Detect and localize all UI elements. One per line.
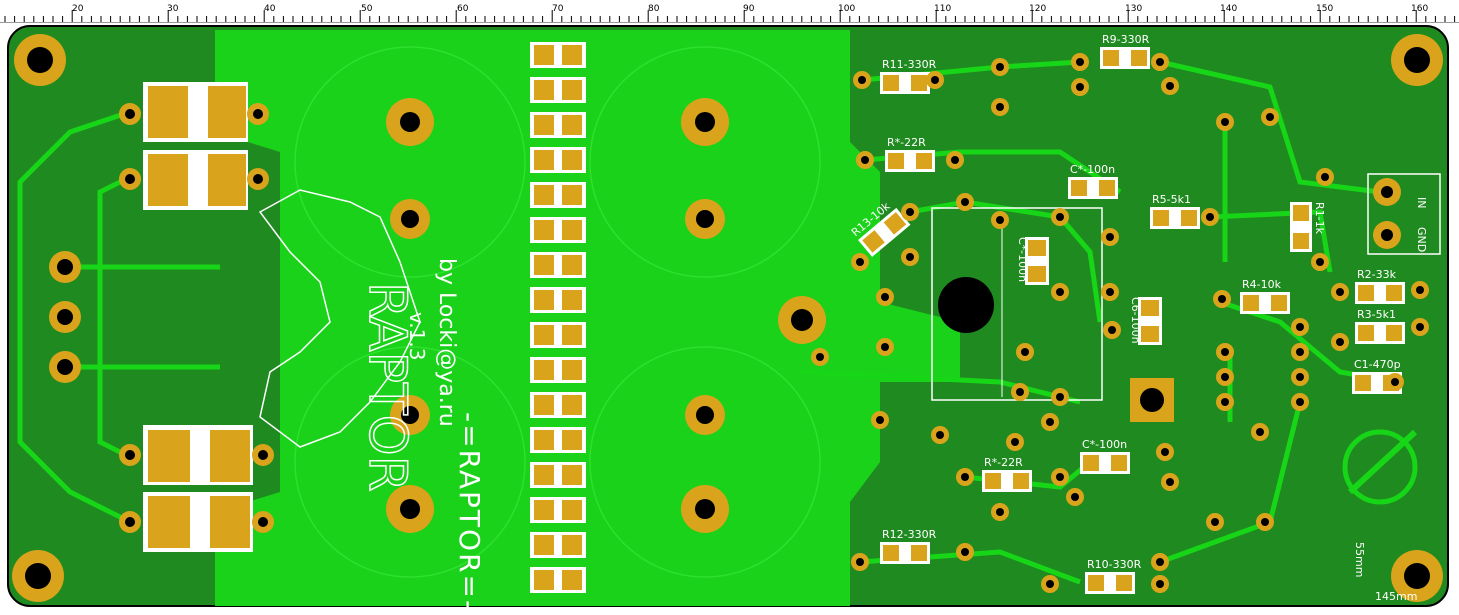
transistor-mount-hole[interactable] xyxy=(938,277,994,333)
copper-pour-right xyxy=(590,30,960,606)
board-title: -=RAPTOR=- xyxy=(453,412,486,611)
logo-word: RAPTOR xyxy=(357,282,417,492)
ruler-label: 130 xyxy=(1125,4,1142,14)
label-c_mid: C*-100n xyxy=(1016,237,1029,282)
ruler-label: 90 xyxy=(743,4,755,14)
ruler-label: 70 xyxy=(552,4,564,14)
label-r3: R3-5k1 xyxy=(1357,308,1396,321)
label-c6: C6-100n xyxy=(1129,297,1142,344)
dimension-55mm: 55mm xyxy=(1353,542,1366,577)
capacitor-outline xyxy=(294,346,526,578)
power-connector-left xyxy=(49,251,81,383)
label-r11: R11-330R xyxy=(882,58,937,71)
label-r2: R2-33k xyxy=(1357,268,1397,281)
ruler-label: 30 xyxy=(167,4,179,14)
ruler-label: 110 xyxy=(934,4,951,14)
label-c_bot: C*-100n xyxy=(1082,438,1127,451)
label-c1: C1-470p xyxy=(1354,358,1401,371)
ruler-label: 160 xyxy=(1411,4,1428,14)
copper-pour-left xyxy=(215,30,520,606)
mounting-hole[interactable] xyxy=(1404,47,1430,73)
input-connector xyxy=(1367,173,1441,255)
dimension-145mm: 145mm xyxy=(1375,590,1417,603)
raptor-logo-icon xyxy=(258,189,421,448)
capacitor-outline xyxy=(589,46,821,278)
pcb-board[interactable]: RAPTOR -=RAPTOR=- by Locki@ya.ru v.1.3 I… xyxy=(0,22,1459,612)
cap-pads xyxy=(386,98,826,533)
connector-label-in: IN xyxy=(1415,197,1428,208)
label-r4: R4-10k xyxy=(1242,278,1282,291)
mounting-hole[interactable] xyxy=(25,563,51,589)
transistor-pad-hole xyxy=(1140,388,1164,412)
ruler-graphic: 20 30 40 50 60 70 80 90 100 110 120 130 … xyxy=(4,4,1456,22)
ruler-label: 20 xyxy=(72,4,84,14)
ruler: 20 30 40 50 60 70 80 90 100 110 120 130 … xyxy=(0,0,1459,23)
center-smd-column xyxy=(530,42,586,593)
capacitor-outline xyxy=(294,46,526,278)
ruler-label: 80 xyxy=(648,4,660,14)
board-version: v.1.3 xyxy=(405,312,429,360)
mounting-hole[interactable] xyxy=(1404,563,1430,589)
diode-pads xyxy=(119,82,274,552)
ruler-label: 150 xyxy=(1316,4,1333,14)
ruler-label: 40 xyxy=(264,4,276,14)
emblem-icon xyxy=(1342,429,1418,505)
ruler-label: 100 xyxy=(838,4,855,14)
capacitor-outline xyxy=(589,346,821,578)
mounting-hole[interactable] xyxy=(27,47,53,73)
label-r_top: R*-22R xyxy=(887,136,926,149)
label-c_top: C*-100n xyxy=(1070,163,1115,176)
label-r1: R1-1k xyxy=(1313,202,1326,235)
ruler-label: 120 xyxy=(1029,4,1046,14)
label-r9: R9-330R xyxy=(1102,33,1150,46)
label-r5: R5-5k1 xyxy=(1152,193,1191,206)
label-r_bot: R*-22R xyxy=(984,456,1023,469)
ruler-label: 140 xyxy=(1220,4,1237,14)
board-author: by Locki@ya.ru xyxy=(434,258,459,427)
ruler-label: 50 xyxy=(361,4,373,14)
connector-label-gnd: GND xyxy=(1415,227,1428,252)
label-r12: R12-330R xyxy=(882,528,937,541)
pcb-canvas[interactable]: RAPTOR -=RAPTOR=- by Locki@ya.ru v.1.3 I… xyxy=(0,22,1459,612)
label-r10: R10-330R xyxy=(1087,558,1142,571)
ruler-label: 60 xyxy=(457,4,469,14)
